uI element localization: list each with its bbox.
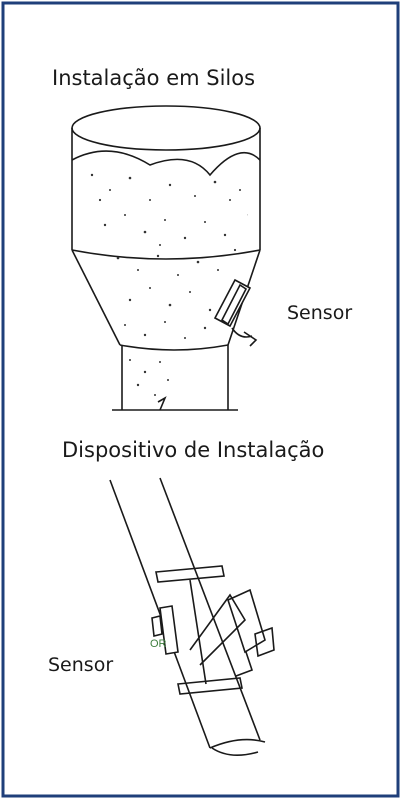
sensor-connector	[243, 331, 258, 347]
silo-sensor	[213, 278, 258, 347]
bracket-arm	[189, 593, 247, 666]
pipe-sensor	[151, 605, 179, 655]
bracket-rod	[189, 579, 207, 685]
silo-top-rim	[71, 105, 261, 151]
pipe-sensor-label: Sensor	[48, 654, 114, 676]
clamp-lower	[177, 677, 243, 695]
silo-installation-title: Instalação em Silos	[52, 66, 256, 90]
pipe-sensor-cap	[151, 615, 163, 637]
or-mark-label: OR	[150, 638, 167, 650]
bracket-knob	[254, 626, 275, 658]
sensor-body	[213, 278, 252, 328]
pipe-end-lower	[211, 747, 259, 756]
bracket-foot	[235, 651, 254, 677]
silo-seam	[71, 249, 261, 260]
outlet-powder	[129, 359, 169, 396]
powder-fill	[84, 173, 249, 339]
pipe-end	[209, 738, 266, 749]
break-mark	[157, 396, 167, 411]
sensor-plate	[220, 283, 248, 326]
silo-sensor-label: Sensor	[287, 302, 353, 324]
cone-left	[71, 249, 121, 346]
powder-surface	[71, 150, 261, 177]
clamp-upper	[155, 565, 225, 583]
installation-device-title: Dispositivo de Instalação	[62, 438, 325, 462]
cone-bottom	[119, 344, 229, 351]
bracket-plate	[227, 588, 266, 654]
pipe-wall-right	[159, 477, 261, 741]
pipe-illustration	[109, 477, 275, 756]
silo-illustration	[71, 105, 261, 411]
pipe-sensor-body	[159, 605, 179, 655]
